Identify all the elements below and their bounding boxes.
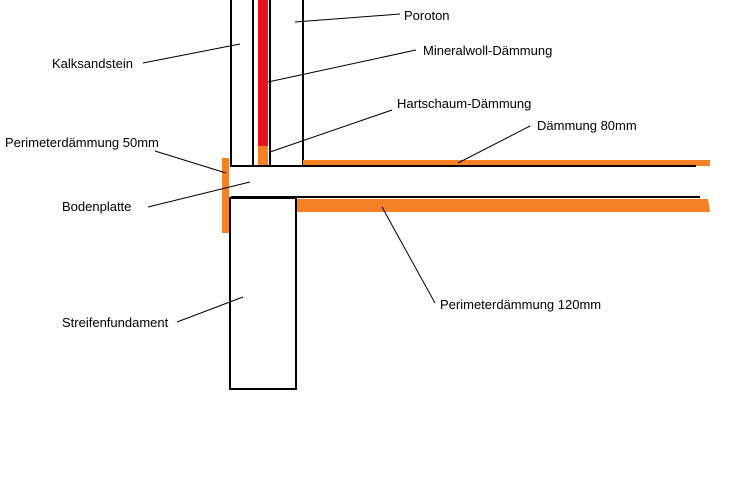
leader-streifenfundament <box>176 296 244 323</box>
leader-perimeter120 <box>381 206 436 304</box>
perimeterdaemmung-120mm <box>297 199 710 212</box>
label-daemmung80: Dämmung 80mm <box>537 118 637 133</box>
leader-daemmung80 <box>457 125 531 164</box>
leader-kalksandstein <box>142 43 241 64</box>
label-streifenfundament: Streifenfundament <box>62 315 169 330</box>
mineralwoll-insulation <box>258 0 268 146</box>
leader-hartschaum <box>269 109 393 153</box>
leader-bodenplatte <box>147 181 251 208</box>
poroton-wall <box>269 0 304 167</box>
kalksandstein-wall <box>230 0 254 167</box>
label-perimeter120: Perimeterdämmung 120mm <box>440 297 601 312</box>
label-poroton: Poroton <box>404 8 450 23</box>
leader-poroton <box>294 13 401 23</box>
label-hartschaum: Hartschaum-Dämmung <box>397 96 531 111</box>
bodenplatte-slab <box>231 166 698 197</box>
daemmung-80mm <box>303 160 710 166</box>
hartschaum-insulation <box>258 146 268 166</box>
leader-mineralwoll <box>267 49 417 83</box>
label-bodenplatte: Bodenplatte <box>62 199 131 214</box>
streifenfundament-footing <box>229 197 297 390</box>
perimeterdaemmung-50mm <box>222 158 229 233</box>
label-perimeter50: Perimeterdämmung 50mm <box>5 135 159 150</box>
label-kalksandstein: Kalksandstein <box>52 56 133 71</box>
label-mineralwoll: Mineralwoll-Dämmung <box>423 43 552 58</box>
leader-perimeter50 <box>154 150 227 174</box>
